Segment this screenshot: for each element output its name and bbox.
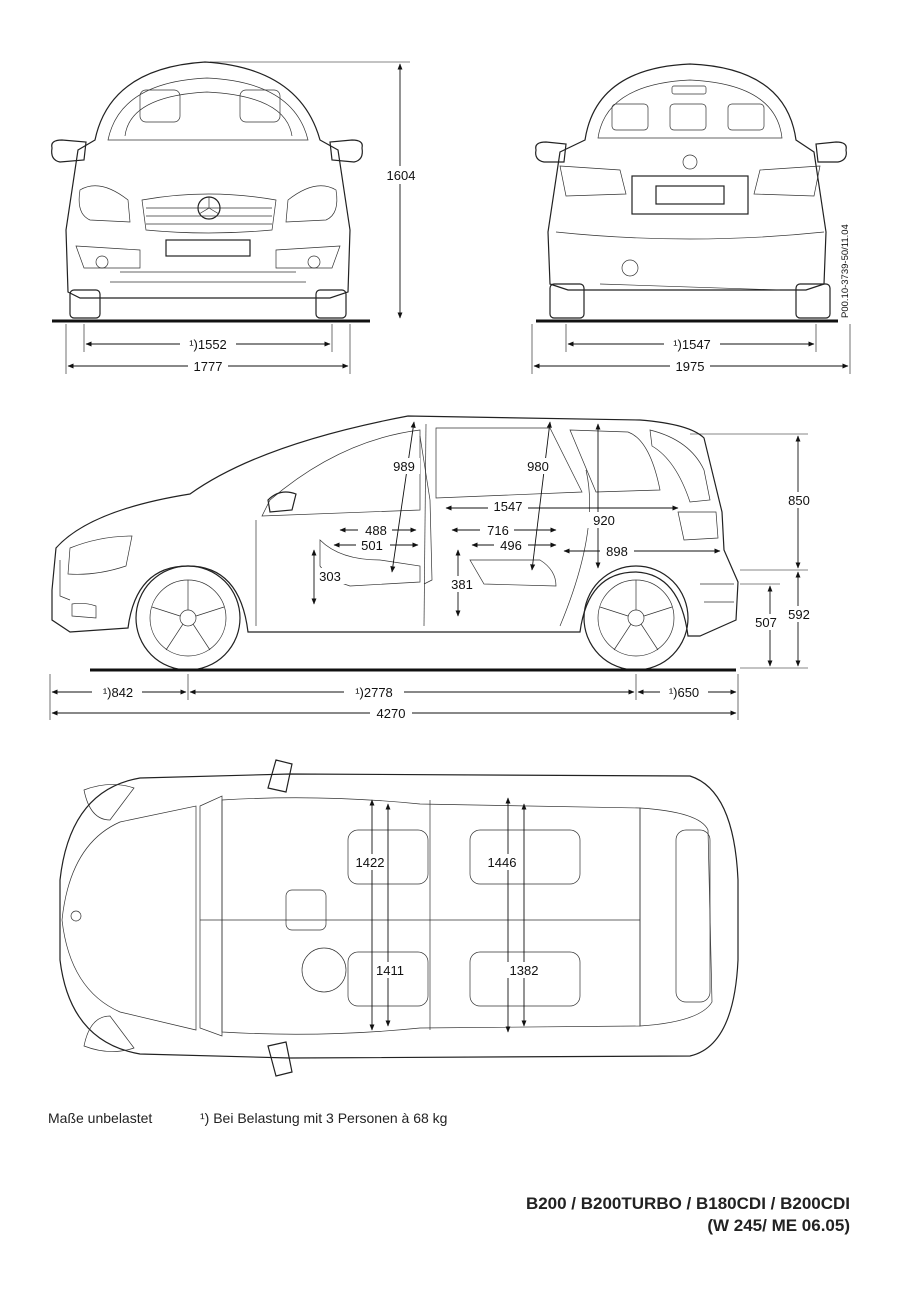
loading-sill-label: 507: [755, 615, 777, 630]
load-floor-label: 898: [606, 544, 628, 559]
rear-track-label: ¹)1547: [673, 337, 711, 352]
rear-seat-height-label: 381: [451, 577, 473, 592]
rear-headroom-label: 980: [527, 459, 549, 474]
rear-view: P00.10-3739-50/11.04 ¹)1547 1975: [531, 63, 851, 374]
rear-car-outline: [535, 63, 847, 319]
front-elbow-label: 1422: [356, 855, 385, 870]
front-car-outline: [51, 61, 363, 319]
top-view: 1422 1411 1446 1382: [59, 759, 739, 1077]
model-code: (W 245/ ME 06.05): [707, 1216, 850, 1235]
rear-star-emblem-icon: [682, 154, 698, 170]
front-track-label: ¹)1552: [189, 337, 227, 352]
tailgate-opening-label: 850: [788, 493, 810, 508]
rear-overhang-label: ¹)650: [669, 685, 699, 700]
wheelbase-label: ¹)2778: [355, 685, 393, 700]
side-car-outline: [51, 415, 739, 671]
length-label: 4270: [377, 706, 406, 721]
front-view: 1604 ¹)1552 1777: [51, 61, 418, 374]
side-view: 989 980 920 1547 488 501 716 496 898 30: [49, 415, 816, 721]
front-width-label: 1777: [194, 359, 223, 374]
front-overhang-label: ¹)842: [103, 685, 133, 700]
rear-shoulder-label: 1382: [510, 963, 539, 978]
rear-leg-label: 716: [487, 523, 509, 538]
front-leg2-label: 501: [361, 538, 383, 553]
note-unloaded: Maße unbelastet: [48, 1110, 153, 1126]
document-code: P00.10-3739-50/11.04: [840, 224, 851, 318]
model-title: B200 / B200TURBO / B180CDI / B200CDI: [525, 1194, 850, 1213]
interior-length-label: 1547: [494, 499, 523, 514]
rear-width-label: 1975: [676, 359, 705, 374]
rear-elbow-label: 1446: [488, 855, 517, 870]
front-seat-height-label: 303: [319, 569, 341, 584]
sill-top-label: 592: [788, 607, 810, 622]
front-shoulder-label: 1411: [376, 963, 404, 978]
tailgate-height-label: 920: [593, 513, 615, 528]
rear-leg2-label: 496: [500, 538, 522, 553]
top-car-outline: [59, 759, 739, 1077]
top-star-emblem-icon: [70, 910, 82, 922]
note-loaded: ¹) Bei Belastung mit 3 Personen à 68 kg: [200, 1110, 448, 1126]
front-leg-label: 488: [365, 523, 387, 538]
front-headroom-label: 989: [393, 459, 415, 474]
front-height-label: 1604: [387, 168, 416, 183]
